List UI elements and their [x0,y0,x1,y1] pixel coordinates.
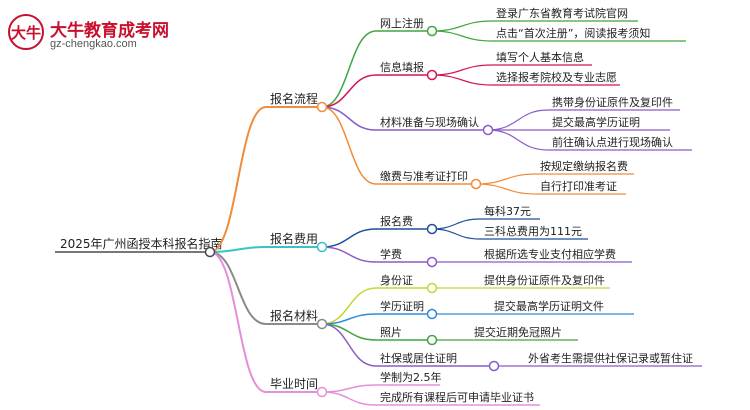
leaf-link-pay-0 [475,173,537,185]
branch-node-fees[interactable] [316,241,328,253]
logo-title: 大牛教育成考网 [50,21,169,41]
sub-link-regfee [321,228,377,248]
root-node[interactable] [204,246,216,258]
leaf-label-info-0[interactable]: 填写个人基本信息 [496,50,584,64]
sub-label-diploma[interactable]: 学历证明 [380,299,424,313]
sub-label-social[interactable]: 社保或居住证明 [380,351,457,365]
branch-link-materials [209,251,267,325]
leaf-link-regfee-0 [431,218,481,230]
sub-label-grad1[interactable]: 学制为2.5年 [380,370,442,384]
sub-label-info[interactable]: 信息填报 [380,60,424,74]
sub-node-verify[interactable] [482,124,494,136]
leaf-label-idcard-0[interactable]: 提供身份证原件及复印件 [484,273,605,287]
sub-label-photo[interactable]: 照片 [380,326,402,339]
sub-node-info[interactable] [426,69,438,81]
branch-link-graduation [209,251,267,393]
site-logo[interactable]: 大牛 大牛教育成考网 gz-chengkao.com [8,14,208,60]
sub-link-verify [321,106,377,131]
leaf-label-pay-1[interactable]: 自行打印准考证 [540,179,617,193]
leaf-label-online-1[interactable]: 点击“首次注册”，阅读报考须知 [496,26,650,40]
branch-label-materials[interactable]: 报名材料 [270,308,318,323]
branch-label-fees[interactable]: 报名费用 [270,231,318,246]
branch-node-graduation[interactable] [316,386,328,398]
branch-node-process[interactable] [316,101,328,113]
leaf-link-online-0 [431,20,493,32]
sub-link-tuition [321,246,377,263]
sub-node-pay[interactable] [470,178,482,190]
sub-link-grad1 [321,384,377,393]
leaf-label-info-1[interactable]: 选择报考院校及专业志愿 [496,70,617,84]
leaf-link-info-0 [431,64,493,76]
leaf-label-verify-0[interactable]: 携带身份证原件及复印件 [552,95,673,109]
branch-label-graduation[interactable]: 毕业时间 [270,377,318,391]
sub-node-idcard[interactable] [426,282,438,294]
leaf-label-online-0[interactable]: 登录广东省教育考试院官网 [496,6,628,20]
sub-label-regfee[interactable]: 报名费 [380,214,413,228]
sub-label-idcard[interactable]: 身份证 [380,273,413,287]
sub-label-tuition[interactable]: 学费 [380,247,402,261]
branch-link-process [209,106,267,253]
branch-node-materials[interactable] [316,318,328,330]
sub-node-social[interactable] [488,360,500,372]
sub-node-tuition[interactable] [426,256,438,268]
branch-link-fees [209,246,267,253]
sub-label-grad2[interactable]: 完成所有课程后可申请毕业证书 [380,390,534,404]
sub-link-online [321,30,377,108]
root-label[interactable]: 2025年广州函授本科报名指南 [60,236,223,251]
sub-node-regfee[interactable] [426,223,438,235]
logo-mark-icon: 大牛 [8,14,44,50]
sub-label-pay[interactable]: 缴费与准考证打印 [380,169,468,183]
sub-link-grad2 [321,391,377,406]
sub-node-online[interactable] [426,25,438,37]
sub-link-info [321,74,377,108]
leaf-link-info-1 [431,74,493,86]
sub-link-pay [321,106,377,185]
leaf-label-verify-2[interactable]: 前往确认点进行现场确认 [552,135,673,149]
leaf-label-social-0[interactable]: 外省考生需提供社保记录或暂住证 [528,351,693,365]
leaf-label-tuition-0[interactable]: 根据所选专业支付相应学费 [484,247,616,261]
sub-node-diploma[interactable] [426,308,438,320]
leaf-label-regfee-1[interactable]: 三科总费用为111元 [484,224,582,238]
sub-link-social [321,323,377,367]
leaf-link-regfee-1 [431,228,481,240]
branch-label-process[interactable]: 报名流程 [270,91,318,106]
leaf-label-diploma-0[interactable]: 提交最高学历证明文件 [494,299,604,313]
logo-url: gz-chengkao.com [50,38,137,50]
leaf-link-pay-1 [475,183,537,195]
sub-label-verify[interactable]: 材料准备与现场确认 [380,115,479,129]
leaf-link-verify-2 [487,129,549,151]
leaf-label-photo-0[interactable]: 提交近期免冠照片 [474,325,562,339]
leaf-label-regfee-0[interactable]: 每科37元 [484,204,531,218]
sub-link-photo [321,323,377,341]
sub-label-online[interactable]: 网上注册 [380,16,424,30]
leaf-link-verify-0 [487,109,549,131]
leaf-label-verify-1[interactable]: 提交最高学历证明 [552,115,640,129]
leaf-label-pay-0[interactable]: 按规定缴纳报名费 [540,159,628,173]
sub-node-photo[interactable] [426,334,438,346]
leaf-link-online-1 [431,30,493,42]
